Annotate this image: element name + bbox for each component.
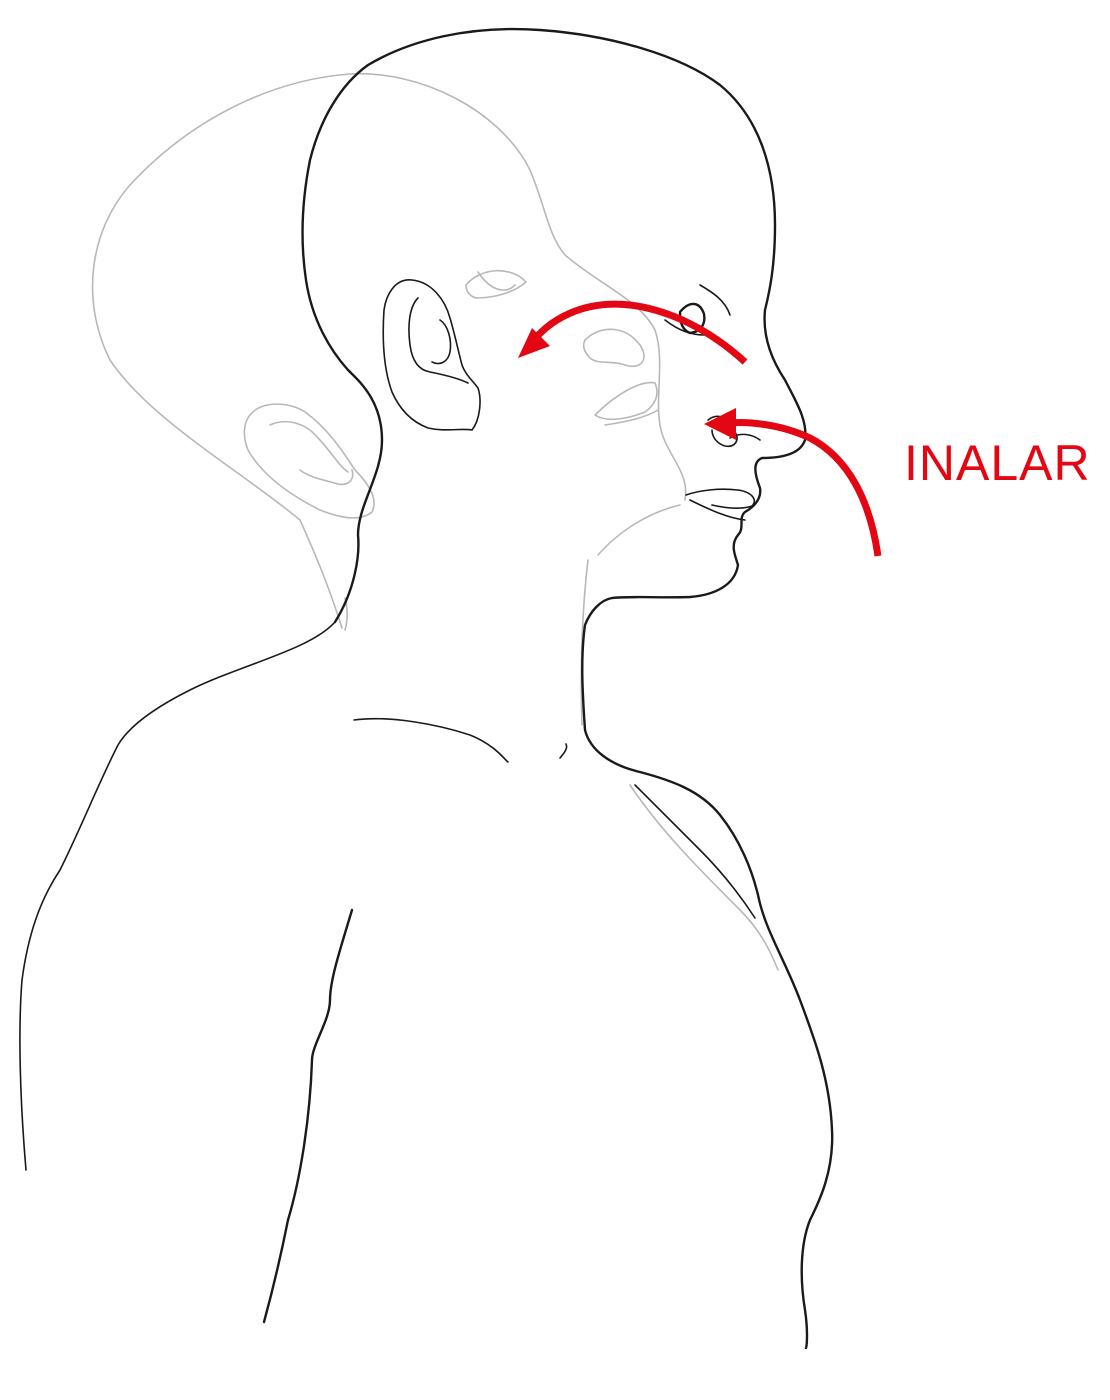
head-outline-previous [91, 72, 779, 971]
head-outline-current [19, 27, 834, 1350]
inhale-label: INALAR [904, 435, 1091, 491]
inhale-arrow [704, 408, 882, 557]
airflow-arrow [518, 300, 748, 365]
